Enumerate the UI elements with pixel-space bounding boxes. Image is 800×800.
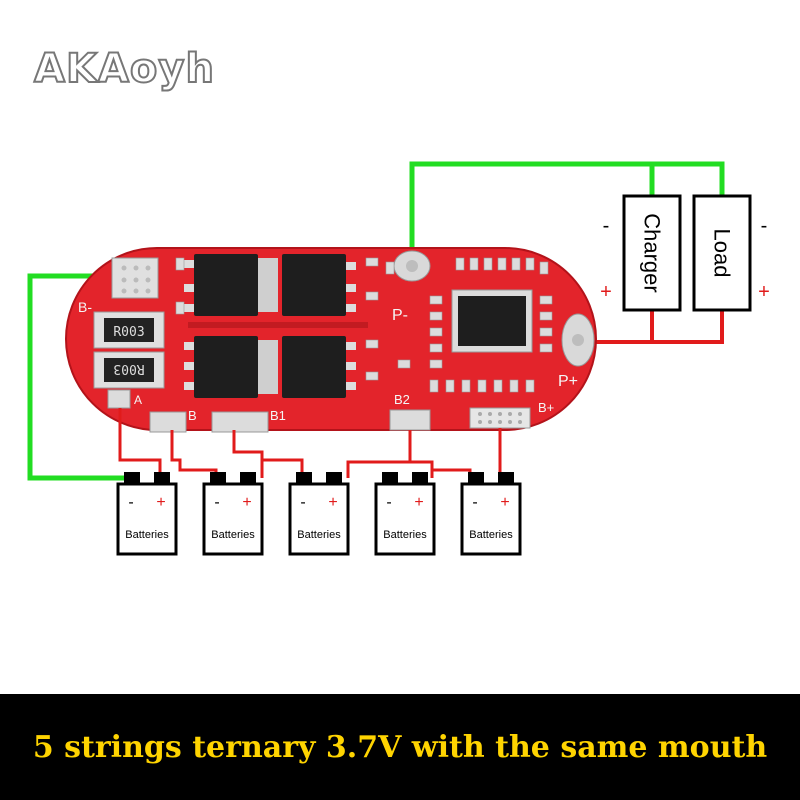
- brand-logo: AKAoyh: [34, 46, 215, 92]
- battery-5: - + Batteries: [460, 472, 522, 556]
- battery-3: - + Batteries: [288, 472, 350, 556]
- protection-ic: [451, 289, 533, 353]
- battery-3-minus: -: [300, 494, 305, 511]
- battery-1-minus: -: [128, 494, 133, 511]
- label-b-plus: B+: [538, 400, 554, 415]
- label-p-plus: P+: [558, 373, 578, 390]
- green-wire-b-minus: [27, 273, 132, 481]
- battery-4: - + Batteries: [374, 472, 436, 556]
- battery-5-label: Batteries: [469, 529, 513, 541]
- bms-wiring-diagram: AKAoyh B- P- P+ R003 R003: [27, 45, 770, 556]
- resistor-2-label: R003: [113, 361, 144, 376]
- battery-2-plus: +: [242, 494, 251, 511]
- charger-plus-sign: +: [600, 281, 612, 303]
- battery-1: - + Batteries: [116, 472, 178, 556]
- load-label: Load: [710, 229, 735, 278]
- label-b2: B2: [394, 392, 410, 407]
- battery-3-plus: +: [328, 494, 337, 511]
- label-p-minus: P-: [392, 307, 408, 324]
- battery-1-plus: +: [156, 494, 165, 511]
- charger-minus-sign: -: [603, 215, 610, 237]
- battery-4-label: Batteries: [383, 529, 427, 541]
- balance-pads: [107, 389, 531, 433]
- battery-1-label: Batteries: [125, 529, 169, 541]
- green-wire-p-minus: [409, 161, 725, 262]
- label-b-minus: B-: [78, 299, 92, 315]
- load-minus-sign: -: [761, 215, 768, 237]
- charger-label: Charger: [640, 213, 665, 292]
- label-b1: B1: [270, 408, 286, 423]
- resistor-1-label: R003: [113, 325, 144, 340]
- battery-4-plus: +: [414, 494, 423, 511]
- load-plus-sign: +: [758, 281, 770, 303]
- caption-text: 5 strings ternary 3.7V with the same mou…: [32, 729, 768, 765]
- battery-4-minus: -: [386, 494, 391, 511]
- battery-2: - + Batteries: [202, 472, 264, 556]
- resistor-1: [104, 318, 154, 342]
- battery-3-label: Batteries: [297, 529, 341, 541]
- mosfet-group: [184, 254, 368, 398]
- smd-components: [175, 257, 553, 393]
- label-a: A: [134, 393, 142, 407]
- battery-2-minus: -: [214, 494, 219, 511]
- battery-5-minus: -: [472, 494, 477, 511]
- load: Load - +: [692, 194, 770, 312]
- resistor-2: [104, 358, 154, 382]
- red-wire-p-plus: [584, 310, 724, 344]
- caption-bar: 5 strings ternary 3.7V with the same mou…: [0, 694, 800, 800]
- battery-5-plus: +: [500, 494, 509, 511]
- charger: Charger - +: [600, 194, 682, 312]
- label-b: B: [188, 408, 197, 423]
- battery-2-label: Batteries: [211, 529, 255, 541]
